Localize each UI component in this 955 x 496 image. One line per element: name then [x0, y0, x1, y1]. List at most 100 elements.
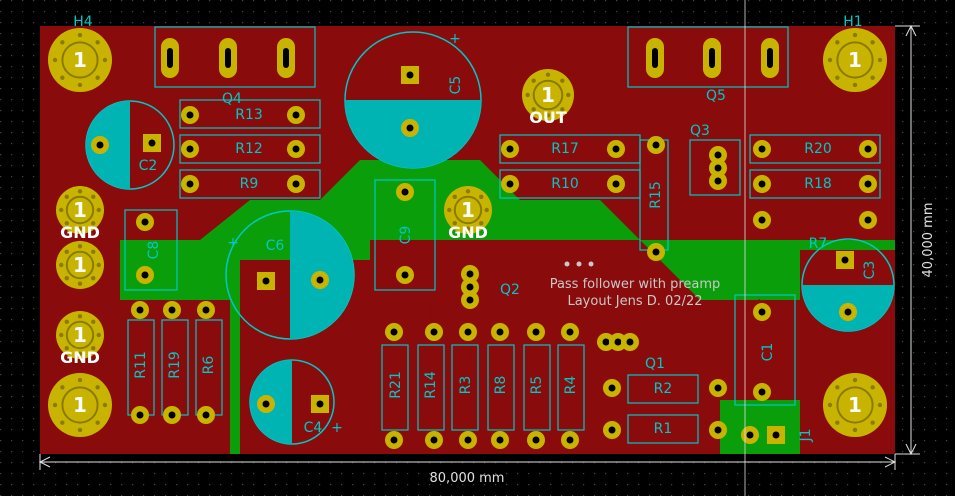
- stitch-via: [77, 281, 83, 286]
- drill-hole: [401, 188, 409, 196]
- drill-hole: [406, 124, 414, 132]
- drill-hole: [746, 431, 754, 439]
- stitch-via: [465, 189, 471, 194]
- mounting-hole[interactable]: [823, 373, 887, 437]
- drill-hole: [864, 180, 872, 188]
- drill-hole: [292, 145, 300, 153]
- ref-capacitor: C5: [448, 76, 464, 95]
- stitch-via: [835, 420, 840, 425]
- drill-hole: [714, 164, 722, 172]
- stitch-via: [835, 385, 840, 390]
- ref-resistor: R11: [133, 351, 149, 379]
- drill-hole: [841, 256, 849, 264]
- drill-hole: [714, 384, 722, 392]
- stitch-via: [870, 385, 875, 390]
- hole-ring: [532, 79, 564, 111]
- stitch-via: [545, 113, 551, 118]
- stitch-via: [77, 314, 83, 319]
- hole-ring: [836, 41, 874, 79]
- stitch-via: [852, 32, 858, 38]
- board-title-line1: Pass follower with preamp: [550, 277, 721, 292]
- drill-hole: [148, 139, 156, 147]
- stitch-via: [52, 57, 58, 63]
- drill-slot: [167, 48, 173, 68]
- stitch-via: [96, 207, 101, 213]
- drill-hole: [186, 180, 194, 188]
- drill-hole: [202, 306, 210, 314]
- ref-resistor: R10: [551, 176, 579, 192]
- mounting-hole[interactable]: [48, 28, 112, 92]
- drill-hole: [496, 436, 504, 444]
- drill-hole: [758, 388, 766, 396]
- stitch-via: [877, 402, 883, 408]
- stitch-via: [835, 40, 840, 45]
- ref-resistor: R19: [167, 351, 183, 379]
- stitch-via: [479, 221, 484, 226]
- ref-resistor: R8: [493, 376, 509, 395]
- stitch-via: [870, 40, 875, 45]
- dimension-horizontal-label: 80,000 mm: [430, 471, 505, 486]
- pad-number: 1: [73, 393, 87, 417]
- drill-hole: [758, 308, 766, 316]
- stitch-via: [102, 402, 108, 408]
- drill-hole: [464, 436, 472, 444]
- stitch-via: [60, 40, 65, 45]
- connector-label: OUT: [529, 108, 567, 127]
- stitch-via: [77, 226, 83, 231]
- drill-hole: [316, 400, 324, 408]
- mounting-hole[interactable]: [823, 28, 887, 92]
- drill-hole: [136, 306, 144, 314]
- drill-hole: [758, 180, 766, 188]
- stitch-via: [91, 221, 96, 226]
- drill-hole: [136, 411, 144, 419]
- hole-ring: [65, 250, 95, 280]
- polarity-mark: +: [331, 420, 343, 436]
- dimension-vertical-label: 40,000 mm: [921, 203, 936, 278]
- stitch-via: [827, 57, 833, 63]
- ref-connector: J1: [798, 428, 814, 442]
- drill-hole: [262, 400, 270, 408]
- drill-hole: [292, 111, 300, 119]
- ref-capacitor: C9: [398, 226, 414, 245]
- hole-ring: [61, 41, 99, 79]
- stitch-via: [877, 57, 883, 63]
- drill-hole: [141, 271, 149, 279]
- drill-slot: [652, 48, 658, 68]
- ref-capacitor: C1: [760, 343, 776, 362]
- connector-label: GND: [448, 223, 488, 242]
- stitch-via: [59, 262, 64, 268]
- drill-slot: [225, 48, 231, 68]
- stitch-via: [95, 75, 100, 80]
- ref-resistor: R14: [423, 371, 439, 399]
- stitch-via: [77, 32, 83, 38]
- drill-hole: [608, 384, 616, 392]
- stitch-via: [545, 72, 551, 77]
- drill-hole: [602, 338, 610, 346]
- stitch-via: [77, 244, 83, 249]
- pad-number: 1: [73, 323, 87, 347]
- mounting-hole[interactable]: [48, 373, 112, 437]
- drill-hole: [430, 328, 438, 336]
- stitch-via: [64, 319, 69, 324]
- drill-hole: [614, 338, 622, 346]
- stitch-via: [479, 194, 484, 199]
- board-title-line2: Layout Jens D. 02/22: [567, 294, 702, 309]
- drill-hole: [612, 145, 620, 153]
- drill-hole: [608, 426, 616, 434]
- drill-hole: [406, 71, 414, 79]
- stitch-via: [452, 194, 457, 199]
- ref-mounting-hole: H4: [73, 14, 93, 30]
- via-dot: [564, 261, 570, 267]
- pad-number: 1: [73, 253, 87, 277]
- stitch-via: [95, 385, 100, 390]
- pad-number: 1: [541, 83, 555, 107]
- stitch-via: [77, 351, 83, 356]
- stitch-via: [64, 221, 69, 226]
- stitch-via: [64, 346, 69, 351]
- drill-hole: [844, 308, 852, 316]
- ref-resistor: R17: [551, 141, 579, 157]
- stitch-via: [77, 82, 83, 88]
- drill-hole: [141, 218, 149, 226]
